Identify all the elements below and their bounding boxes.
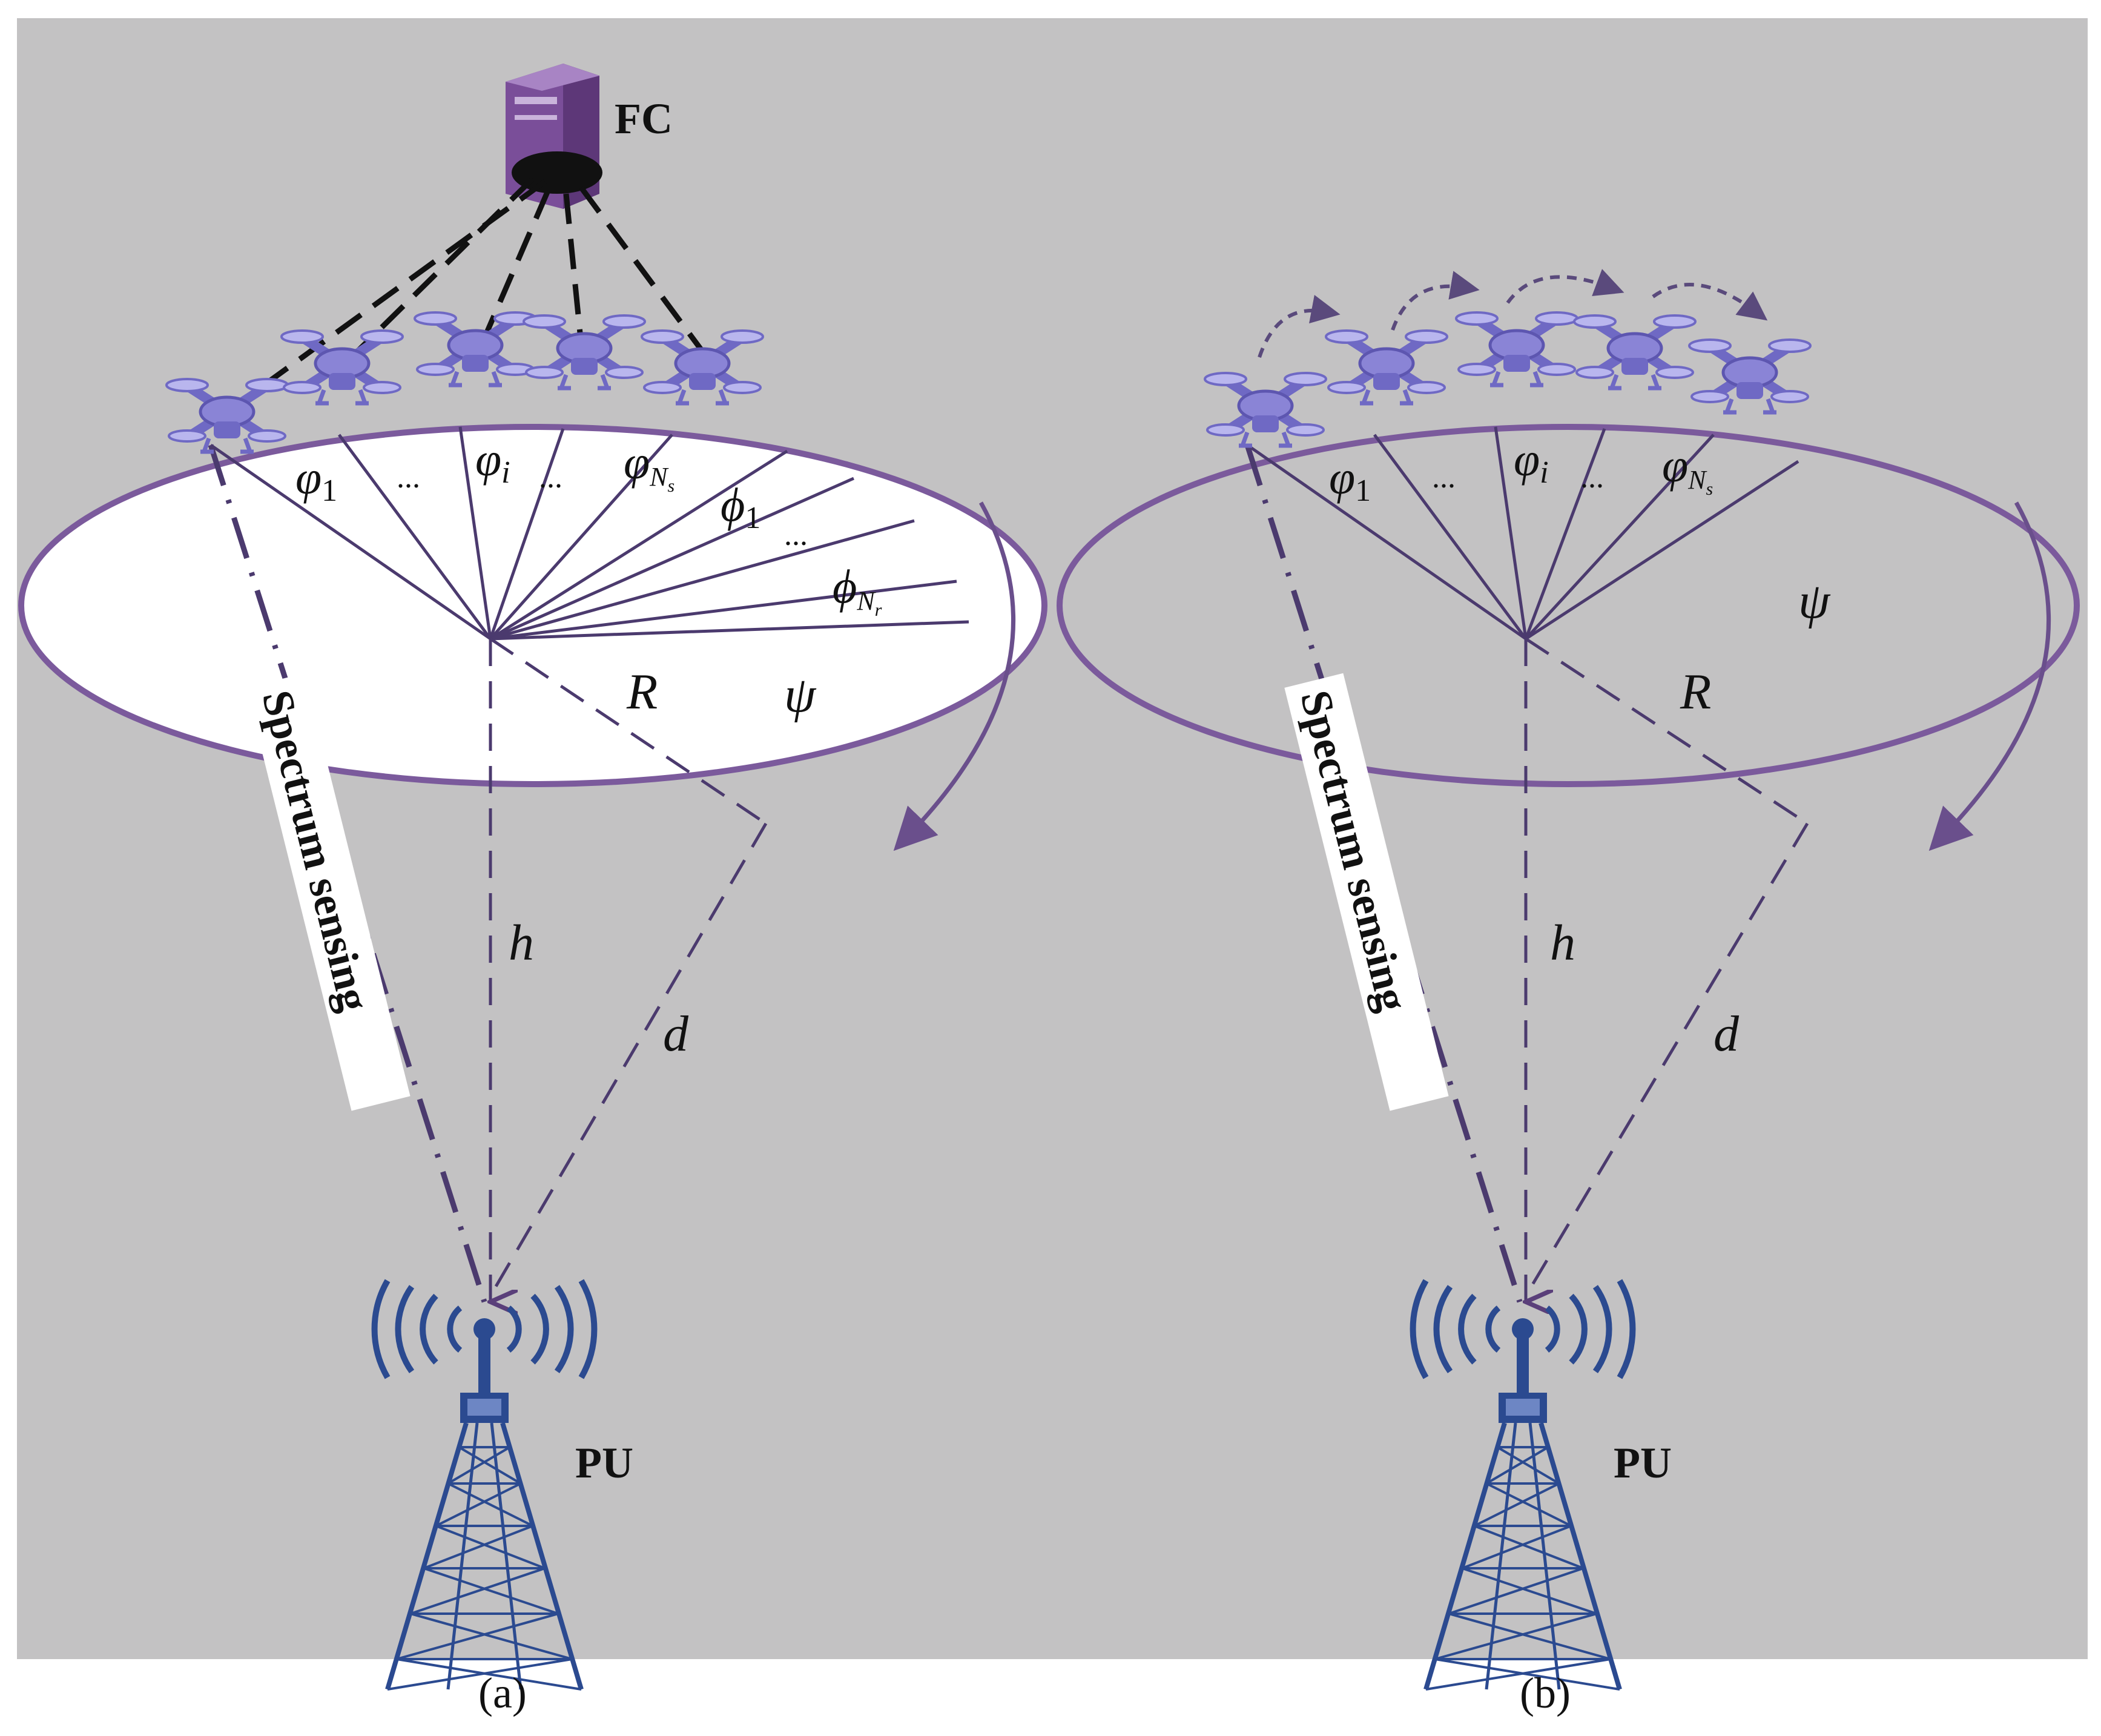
distance-label-b: d xyxy=(1713,1006,1740,1062)
dots-b1: ... xyxy=(1432,460,1456,495)
radius-label-a: R xyxy=(626,664,658,720)
distance-line-b xyxy=(1524,822,1809,1297)
svg-text:φNs: φNs xyxy=(624,436,674,496)
phiNs-b: φ xyxy=(1662,439,1688,492)
radius-line-a xyxy=(489,637,767,825)
psi-label-a: ψ xyxy=(784,667,817,723)
svg-text:φNs: φNs xyxy=(1662,439,1713,499)
phi1-b: φ xyxy=(1329,451,1355,504)
angle-labels-b: φ1 ... φi ... φNs xyxy=(1329,433,1713,508)
dots-a2: ... xyxy=(539,460,562,495)
distance-label-a: d xyxy=(663,1006,689,1062)
phii-b: φ xyxy=(1514,433,1540,486)
caption-b: (b) xyxy=(1520,1669,1571,1717)
svg-text:ϕ1: ϕ1 xyxy=(721,478,760,535)
phiNs-a: φ xyxy=(624,436,650,489)
sector-lines-a xyxy=(209,426,969,641)
distance-line-a xyxy=(489,822,768,1297)
psi-label-b: ψ xyxy=(1798,573,1831,629)
dots-a3: ... xyxy=(784,518,808,552)
dots-a1: ... xyxy=(397,460,420,495)
sector-lines-b xyxy=(1246,426,1799,641)
phi2-Nr-a: ϕ xyxy=(833,560,857,613)
svg-text:φ1: φ1 xyxy=(1329,451,1371,508)
phi2-1-a: ϕ xyxy=(721,478,745,531)
svg-text:φi: φi xyxy=(1514,433,1549,490)
fc-label: FC xyxy=(615,94,673,143)
svg-text:φi: φi xyxy=(475,433,510,490)
radius-line-b xyxy=(1525,637,1809,825)
phi1-a: φ xyxy=(295,451,322,504)
svg-text:φ1: φ1 xyxy=(295,451,337,508)
phii-a: φ xyxy=(475,433,501,486)
pu-label-a: PU xyxy=(575,1439,633,1487)
rotation-arrow-b xyxy=(1928,501,2051,851)
fc-links xyxy=(225,176,705,414)
dots-b2: ... xyxy=(1580,460,1604,495)
angle-labels-a: φ1 ... φi ... φNs ϕ1 ... ϕNr xyxy=(295,433,882,620)
svg-text:ϕNr: ϕNr xyxy=(833,560,882,620)
fc-server-icon xyxy=(506,64,602,209)
caption-a: (a) xyxy=(478,1669,527,1717)
height-label-b: h xyxy=(1550,915,1575,971)
coverage-ellipse-b xyxy=(1057,424,2080,787)
pu-label-b: PU xyxy=(1614,1439,1672,1487)
rotation-arrow-a xyxy=(893,501,1016,851)
height-label-a: h xyxy=(509,915,534,971)
coverage-ellipse-a xyxy=(18,424,1047,787)
radius-label-b: R xyxy=(1680,664,1711,720)
